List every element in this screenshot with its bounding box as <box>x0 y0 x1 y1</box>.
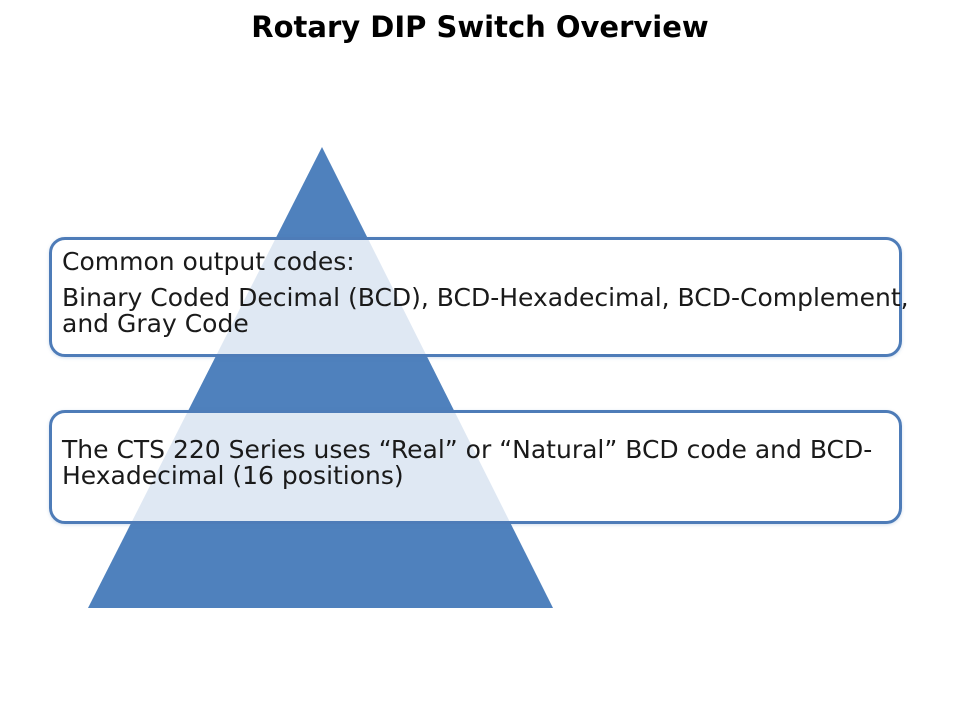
text-line: Hexadecimal (16 positions) <box>62 461 404 490</box>
text-line: Binary Coded Decimal (BCD), BCD-Hexadeci… <box>62 283 909 312</box>
text-line: Common output codes: <box>62 247 355 276</box>
paragraph: Binary Coded Decimal (BCD), BCD-Hexadeci… <box>62 283 909 338</box>
paragraph: Common output codes: <box>62 249 889 275</box>
text-line: and Gray Code <box>62 309 249 338</box>
callout-box-cts-220-series: The CTS 220 Series uses “Real” or “Natur… <box>49 410 902 524</box>
text-line: The CTS 220 Series uses “Real” or “Natur… <box>62 435 873 464</box>
paragraph: The CTS 220 Series uses “Real” or “Natur… <box>62 437 889 489</box>
slide-title: Rotary DIP Switch Overview <box>251 10 709 44</box>
callout-box-common-output-codes: Common output codes: Binary Coded Decima… <box>49 237 909 357</box>
pyramid-triangle-shape <box>88 147 553 608</box>
